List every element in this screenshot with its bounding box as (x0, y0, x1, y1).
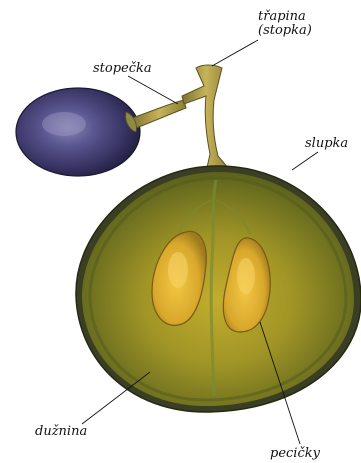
label-trapina: třapina (stopka) (258, 10, 312, 38)
seed-left-highlight (168, 252, 188, 288)
label-duznina: dužnina (35, 425, 87, 439)
label-slupka: slupka (305, 137, 348, 151)
main-stem (182, 65, 230, 172)
label-pecicky: pecičky (270, 447, 320, 461)
berry-highlight (42, 112, 86, 136)
seed-right-highlight (237, 258, 255, 294)
pedicel (132, 100, 186, 128)
leader-stopecka (128, 76, 178, 104)
label-stopecka: stopečka (93, 62, 152, 76)
label-trapina-line1: třapina (258, 10, 312, 24)
leader-trapina (212, 40, 258, 66)
leader-slupka (292, 152, 318, 170)
label-trapina-line2: (stopka) (258, 24, 312, 38)
